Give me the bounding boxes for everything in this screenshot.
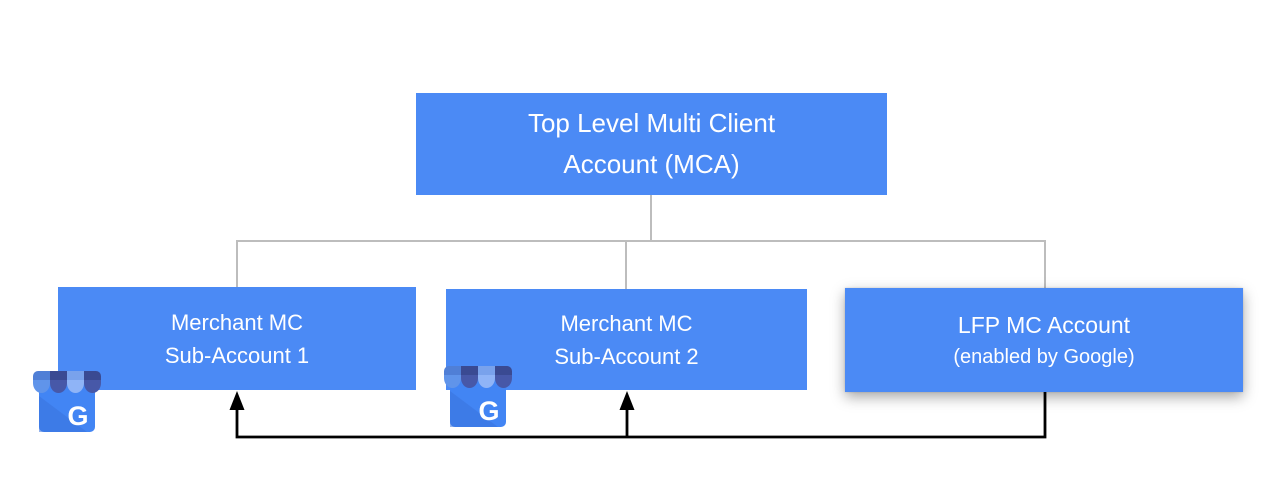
node-label-line: Sub-Account 2 <box>554 343 699 369</box>
node-label-line: Account (MCA) <box>563 149 740 179</box>
arrowheads <box>229 391 635 410</box>
arrowhead-up-icon <box>229 391 245 410</box>
node-label-line: LFP MC Account <box>957 312 1131 338</box>
node-label-line: (enabled by Google) <box>953 346 1135 368</box>
node-label-line: Merchant MC <box>170 309 304 335</box>
google-business-storefront-icon <box>32 369 102 435</box>
arrowhead-up-icon <box>619 391 635 410</box>
node-label-line: Merchant MC <box>560 310 693 336</box>
tree-connector-lines <box>236 195 1046 289</box>
node-label-line: Sub-Account 1 <box>164 342 310 368</box>
node-top-level-mca: Top Level Multi Client Account (MCA) <box>416 93 887 195</box>
lfp-feed-arrow-lines <box>235 391 1047 439</box>
node-label-line: Top Level Multi Client <box>527 108 776 138</box>
node-merchant-sub-account-1: Merchant MC Sub-Account 1 <box>58 287 416 390</box>
node-lfp-mc-account: LFP MC Account (enabled by Google) <box>845 288 1243 392</box>
google-business-storefront-icon <box>443 364 513 430</box>
